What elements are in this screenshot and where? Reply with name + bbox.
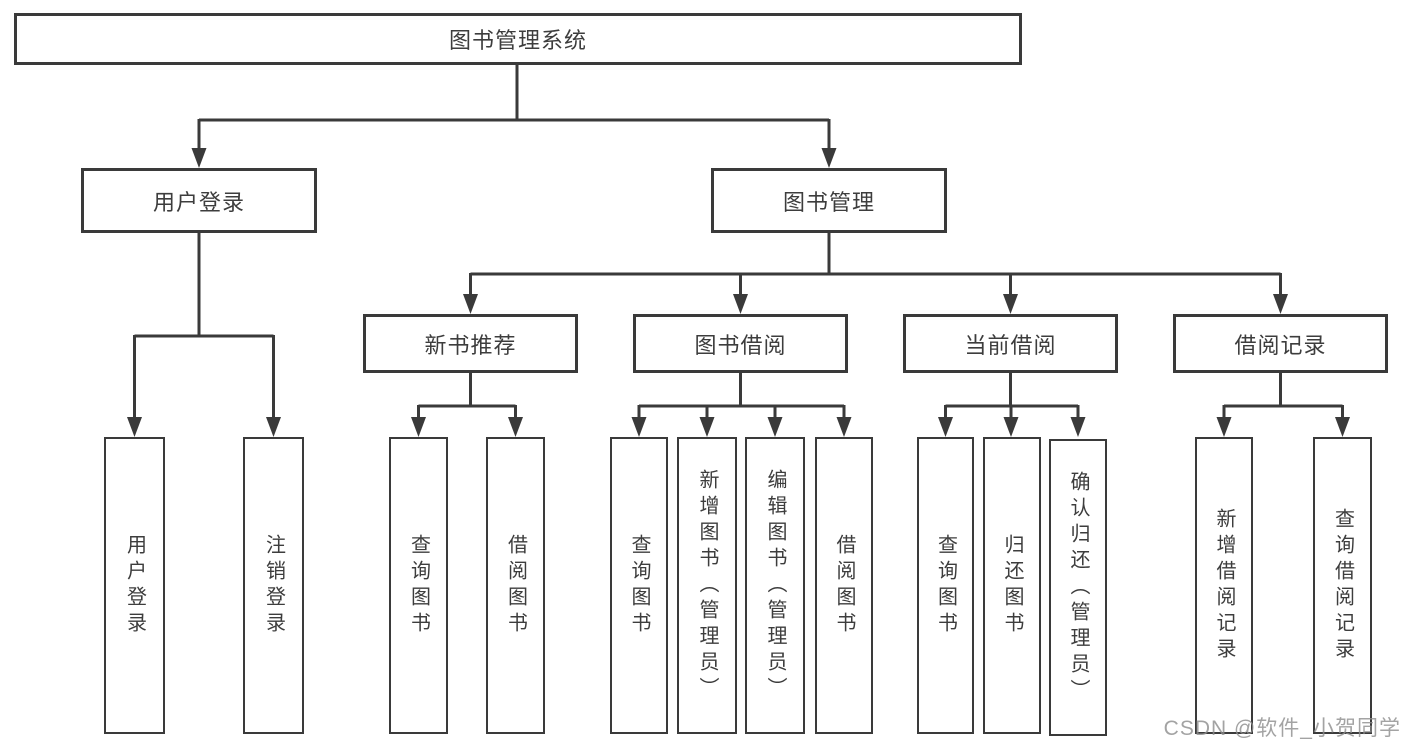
- node-bb-query-book: 查询图书: [610, 437, 668, 734]
- node-cb-return-book: 归还图书: [983, 437, 1041, 734]
- node-label: 查询借阅记录: [1331, 507, 1354, 664]
- node-cb-query-book: 查询图书: [917, 437, 974, 734]
- node-rec-borrow-book: 借阅图书: [486, 437, 545, 734]
- node-login: 用户登录: [104, 437, 165, 734]
- node-label: 借阅图书: [504, 533, 527, 638]
- node-bb-add-book-admin: 新增图书（管理员）: [677, 437, 737, 734]
- node-bb-borrow-book: 借阅图书: [815, 437, 873, 734]
- node-label: 查询图书: [407, 533, 430, 638]
- node-root: 图书管理系统: [14, 13, 1022, 65]
- node-label: 确认归还（管理员）: [1067, 470, 1089, 705]
- node-user-login: 用户登录: [81, 168, 317, 233]
- node-label: 图书借阅: [694, 332, 787, 358]
- csdn-watermark: CSDN @软件_小贺同学: [1163, 717, 1401, 740]
- node-label: 用户登录: [152, 189, 245, 215]
- node-current-borrow: 当前借阅: [903, 314, 1118, 373]
- node-br-query-record: 查询借阅记录: [1313, 437, 1372, 734]
- node-book-mgmt: 图书管理: [711, 168, 947, 233]
- node-new-book-rec: 新书推荐: [363, 314, 578, 373]
- node-label: 图书管理系统: [448, 28, 587, 53]
- node-label: 新书推荐: [424, 332, 517, 358]
- node-label: 查询图书: [628, 533, 650, 638]
- node-borrow-record: 借阅记录: [1173, 314, 1388, 373]
- node-label: 归还图书: [1001, 533, 1023, 638]
- node-rec-query-book: 查询图书: [389, 437, 448, 734]
- node-logout: 注销登录: [243, 437, 304, 734]
- node-br-add-record: 新增借阅记录: [1195, 437, 1253, 734]
- node-label: 查询图书: [934, 533, 957, 638]
- node-label: 注销登录: [262, 533, 285, 638]
- node-label: 当前借阅: [964, 332, 1057, 358]
- node-label: 用户登录: [123, 533, 146, 638]
- node-label: 编辑图书（管理员）: [764, 468, 786, 703]
- node-label: 新增借阅记录: [1213, 507, 1235, 664]
- node-label: 图书管理: [782, 189, 875, 215]
- connector-paths: [133, 65, 1344, 421]
- arrowhead-icons: [127, 148, 1350, 437]
- node-cb-confirm-return-admin: 确认归还（管理员）: [1049, 439, 1107, 736]
- node-book-borrow: 图书借阅: [633, 314, 848, 373]
- node-bb-edit-book-admin: 编辑图书（管理员）: [745, 437, 805, 734]
- node-label: 借阅记录: [1234, 332, 1327, 358]
- node-label: 借阅图书: [833, 533, 855, 638]
- node-label: 新增图书（管理员）: [696, 468, 718, 703]
